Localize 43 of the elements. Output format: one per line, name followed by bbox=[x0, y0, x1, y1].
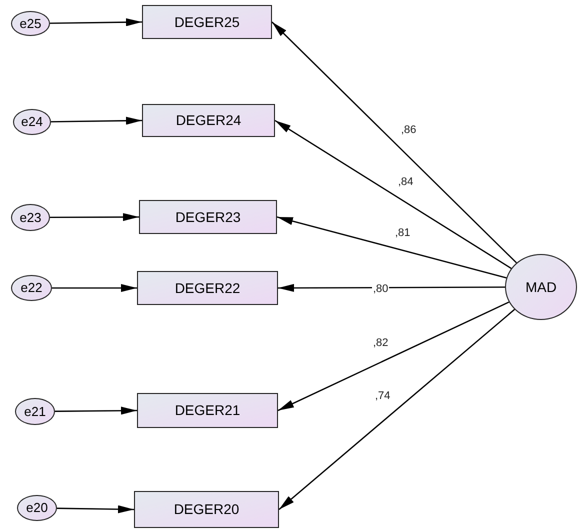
arrow bbox=[276, 216, 507, 278]
observed-variable-box bbox=[142, 5, 272, 39]
error-term-ellipse bbox=[11, 275, 52, 301]
arrow bbox=[52, 284, 137, 292]
arrow bbox=[272, 22, 517, 264]
edge-label: ,80 bbox=[372, 284, 390, 295]
arrow bbox=[56, 505, 134, 514]
node-label: DEGER23 bbox=[175, 208, 241, 226]
edge-label: ,84 bbox=[397, 177, 414, 188]
edge-label: ,82 bbox=[372, 338, 390, 349]
error-term-ellipse bbox=[17, 495, 57, 521]
error-term-ellipse bbox=[13, 109, 51, 135]
node-label: DEGER25 bbox=[174, 12, 240, 32]
edge-label: ,74 bbox=[374, 391, 392, 402]
node-label: DEGER24 bbox=[176, 111, 242, 130]
observed-variable-box bbox=[134, 491, 279, 528]
edge-label: ,81 bbox=[394, 228, 412, 239]
error-term-ellipse bbox=[15, 398, 55, 425]
arrow bbox=[50, 213, 139, 222]
node-label: e23 bbox=[20, 208, 42, 227]
error-term-ellipse bbox=[11, 11, 50, 36]
node-label: e21 bbox=[24, 402, 46, 421]
node-label: DEGER22 bbox=[174, 278, 240, 298]
arrow bbox=[278, 284, 505, 292]
node-label: MAD bbox=[525, 278, 557, 296]
node-label: e22 bbox=[20, 279, 42, 298]
arrow bbox=[274, 120, 512, 269]
edge-label: ,86 bbox=[400, 125, 418, 136]
node-label: e25 bbox=[20, 14, 42, 33]
node-label: DEGER20 bbox=[174, 500, 240, 519]
arrow bbox=[278, 301, 510, 412]
observed-variable-box bbox=[137, 393, 278, 428]
observed-variable-box bbox=[139, 200, 277, 234]
node-label: e20 bbox=[26, 499, 48, 518]
arrow bbox=[50, 18, 142, 26]
observed-variable-box bbox=[142, 104, 275, 137]
arrow bbox=[55, 406, 137, 415]
node-label: e24 bbox=[21, 113, 43, 132]
arrow bbox=[50, 116, 142, 125]
error-term-ellipse bbox=[11, 204, 50, 231]
observed-variable-box bbox=[137, 271, 278, 305]
node-label: DEGER21 bbox=[174, 401, 240, 420]
arrow bbox=[278, 308, 516, 510]
